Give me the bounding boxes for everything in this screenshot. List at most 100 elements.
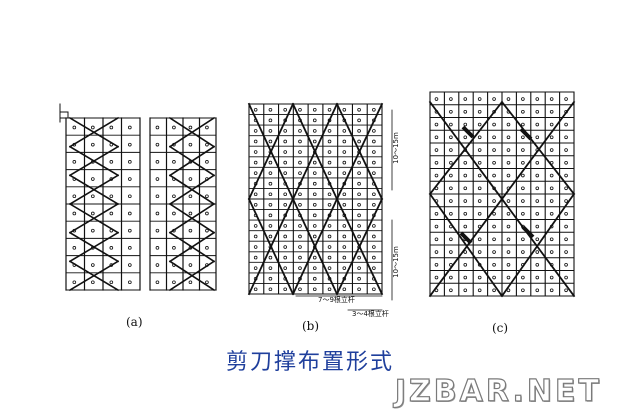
coupler-mark xyxy=(72,194,77,199)
coupler-mark xyxy=(268,192,273,197)
coupler-mark xyxy=(564,224,568,229)
coupler-mark xyxy=(434,250,439,254)
coupler-mark xyxy=(72,125,77,130)
scissor-brace xyxy=(68,174,120,206)
coupler-mark xyxy=(449,275,453,280)
scissor-brace xyxy=(291,197,339,296)
coupler-mark xyxy=(449,173,453,178)
coupler-mark xyxy=(283,129,288,133)
coupler-mark xyxy=(521,199,525,203)
panel-c-label: (c) xyxy=(492,321,508,335)
coupler-mark xyxy=(253,160,258,165)
coupler-mark xyxy=(327,266,332,270)
scissor-brace xyxy=(68,116,120,148)
coupler-mark xyxy=(357,213,361,218)
coupler-mark xyxy=(91,280,95,285)
coupler-mark xyxy=(449,109,453,114)
coupler-mark xyxy=(155,125,160,130)
coupler-mark xyxy=(506,275,511,280)
coupler-mark xyxy=(449,199,453,203)
coupler-mark xyxy=(253,129,258,133)
coupler-mark xyxy=(549,237,554,242)
scissor-brace xyxy=(68,145,120,177)
scissor-brace xyxy=(500,100,576,196)
coupler-mark xyxy=(535,199,540,203)
coupler-mark xyxy=(91,211,95,216)
coupler-mark xyxy=(535,109,540,114)
coupler-mark xyxy=(549,275,554,280)
coupler-mark xyxy=(521,237,525,242)
coupler-mark xyxy=(312,181,317,186)
coupler-mark xyxy=(253,255,258,260)
coupler-mark xyxy=(492,199,496,203)
coupler-mark xyxy=(283,255,288,260)
coupler-mark xyxy=(253,266,258,270)
coupler-mark xyxy=(312,234,317,239)
scissor-brace xyxy=(428,192,504,298)
coupler-mark xyxy=(463,250,468,254)
coupler-mark xyxy=(268,129,273,133)
coupler-mark xyxy=(342,160,347,165)
coupler-mark xyxy=(549,135,554,140)
coupler-mark xyxy=(205,246,209,250)
coupler-mark xyxy=(357,129,361,133)
coupler-mark xyxy=(506,199,511,203)
coupler-mark xyxy=(253,108,258,112)
coupler-mark xyxy=(188,142,193,147)
coupler-mark xyxy=(155,228,160,233)
coupler-mark xyxy=(372,224,376,228)
coupler-mark xyxy=(253,171,258,175)
coupler-mark xyxy=(535,211,540,216)
coupler-mark xyxy=(477,109,482,114)
coupler-mark xyxy=(128,142,132,147)
coupler-mark xyxy=(342,150,347,154)
coupler-mark xyxy=(128,280,132,285)
coupler-mark xyxy=(298,234,302,239)
scissor-brace xyxy=(428,100,576,298)
coupler-mark xyxy=(172,211,176,216)
coupler-mark xyxy=(449,122,453,127)
coupler-mark xyxy=(549,148,554,152)
scissor-brace xyxy=(291,102,339,201)
coupler-mark xyxy=(342,171,347,175)
coupler-mark xyxy=(372,234,376,239)
coupler-mark xyxy=(477,288,482,293)
coupler-mark xyxy=(357,118,361,123)
coupler-mark xyxy=(268,203,273,207)
coupler-mark xyxy=(155,160,160,164)
coupler-mark xyxy=(357,224,361,228)
coupler-mark xyxy=(357,234,361,239)
coupler-mark xyxy=(128,194,132,199)
coupler-mark xyxy=(521,173,525,178)
coupler-mark xyxy=(449,186,453,191)
coupler-mark xyxy=(188,177,193,181)
coupler-mark xyxy=(357,160,361,165)
coupler-mark xyxy=(477,160,482,165)
coupler-mark xyxy=(492,160,496,165)
coupler-mark xyxy=(521,148,525,152)
scissor-brace xyxy=(428,100,504,196)
coupler-mark xyxy=(268,276,273,281)
scissor-brace xyxy=(168,260,216,292)
coupler-mark xyxy=(72,160,77,164)
coupler-mark xyxy=(357,139,361,144)
coupler-mark xyxy=(521,122,525,127)
coupler-mark xyxy=(342,245,347,249)
coupler-mark xyxy=(506,97,511,101)
coupler-mark xyxy=(342,224,347,228)
coupler-mark xyxy=(327,139,332,144)
coupler-mark xyxy=(172,194,176,199)
coupler-mark xyxy=(492,275,496,280)
scissor-brace xyxy=(335,197,384,296)
coupler-mark xyxy=(477,122,482,127)
coupler-mark xyxy=(492,122,496,127)
coupler-mark xyxy=(477,199,482,203)
coupler-mark xyxy=(298,287,302,292)
coupler-mark xyxy=(91,177,95,181)
coupler-mark xyxy=(327,287,332,292)
panel-b-label: (b) xyxy=(302,319,319,333)
coupler-mark xyxy=(549,199,554,203)
coupler-mark xyxy=(268,139,273,144)
coupler-mark xyxy=(155,211,160,216)
coupler-mark xyxy=(492,173,496,178)
